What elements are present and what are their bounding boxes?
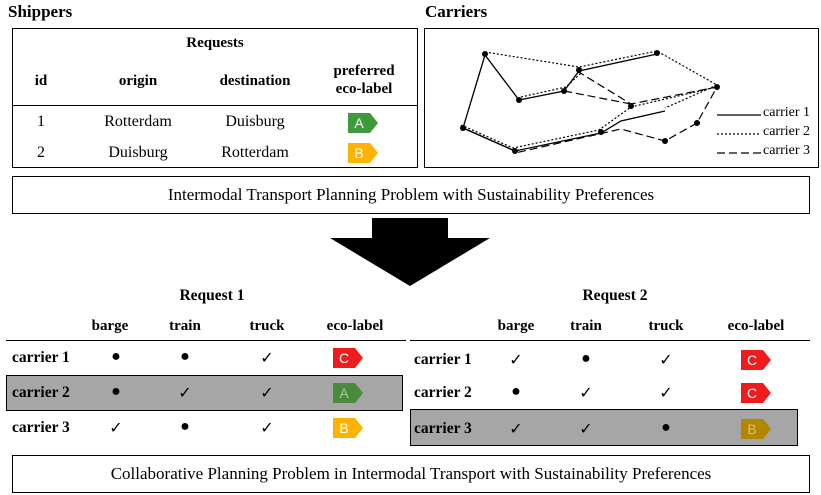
col-eco-label-line2: eco-label xyxy=(335,81,393,97)
r1-row-2-eco-label: A xyxy=(333,383,363,403)
r2-row-1-eco-label-text: C xyxy=(746,352,758,368)
r2-row-1-eco-label: C xyxy=(741,350,771,370)
shippers-title: Shippers xyxy=(8,2,73,21)
r1-row-1-eco-label: C xyxy=(333,348,363,368)
node xyxy=(598,129,604,135)
r1-header-eco-label: eco-label xyxy=(326,318,384,334)
col-origin-header: origin xyxy=(118,73,158,89)
top-caption: Intermodal Transport Planning Problem wi… xyxy=(12,176,810,214)
r1-row-3-truck: ✓ xyxy=(260,420,274,437)
request-1-destination: Duisburg xyxy=(225,113,285,130)
request-1-eco-label-text: A xyxy=(354,115,364,131)
col-eco-label-line1: preferred xyxy=(333,63,395,79)
legend-carrier-1: carrier 1 xyxy=(763,105,811,120)
carriers-title: Carriers xyxy=(425,2,488,21)
r2-header-truck: truck xyxy=(648,318,684,334)
node xyxy=(512,148,518,154)
request-1-id: 1 xyxy=(37,113,45,130)
r1-row-3-eco-label-text: B xyxy=(339,420,349,436)
request-2-table-title: Request 2 xyxy=(582,287,648,304)
r2-row-3-eco-label: B xyxy=(741,419,771,439)
node xyxy=(714,84,720,90)
carrier-2-routes xyxy=(460,50,719,149)
r2-row-3-carrier: carrier 3 xyxy=(414,420,472,437)
legend-carrier-3: carrier 3 xyxy=(763,143,811,158)
r2-row-3-train: ✓ xyxy=(579,421,593,438)
node xyxy=(654,50,660,56)
node xyxy=(576,67,582,73)
col-id-header: id xyxy=(34,73,48,89)
r1-header-train: train xyxy=(169,318,201,334)
request-2-destination: Rotterdam xyxy=(221,144,289,161)
r2-row-2-barge: ● xyxy=(511,383,521,400)
r2-header-train: train xyxy=(570,318,602,334)
request-1-eco-label: A xyxy=(348,113,378,133)
node xyxy=(460,125,466,131)
r1-row-3-carrier: carrier 3 xyxy=(12,419,70,436)
requests-header-rule xyxy=(13,105,417,106)
node xyxy=(694,120,700,126)
request-1-origin: Rotterdam xyxy=(104,113,172,130)
r1-row-1-eco-label-text: C xyxy=(338,350,350,366)
r2-row-2-truck: ✓ xyxy=(659,385,673,402)
r1-row-1-barge: ● xyxy=(111,348,121,365)
node xyxy=(561,88,567,94)
network-nodes xyxy=(460,50,720,154)
r2-row-3-barge: ✓ xyxy=(509,421,523,438)
r1-row-1-carrier: carrier 1 xyxy=(12,349,70,366)
r1-row-2-barge: ● xyxy=(111,383,121,400)
r2-row-2-train: ✓ xyxy=(579,385,593,402)
node xyxy=(516,97,522,103)
request-2-eco-label: B xyxy=(348,143,378,163)
r1-header-truck: truck xyxy=(249,318,285,334)
carrier-network-map xyxy=(460,50,761,154)
request-1-table-title: Request 1 xyxy=(179,287,245,304)
r2-row-2-eco-label: C xyxy=(741,383,771,403)
r2-row-1-train: ● xyxy=(581,350,591,367)
r2-row-3-eco-label-text: B xyxy=(747,421,757,437)
node xyxy=(628,103,634,109)
r1-header-rule xyxy=(6,340,406,341)
r1-row-2-train: ✓ xyxy=(178,385,192,402)
r2-header-eco-label: eco-label xyxy=(727,318,785,334)
down-arrow-icon xyxy=(330,218,490,286)
carrier-1-routes xyxy=(462,53,666,152)
node xyxy=(662,138,668,144)
bottom-caption: Collaborative Planning Problem in Interm… xyxy=(12,455,810,493)
col-eco-label-header: preferred eco-label xyxy=(313,62,415,98)
node xyxy=(482,51,488,57)
requests-title: Requests xyxy=(186,35,244,51)
col-destination-header: destination xyxy=(219,73,291,89)
r2-row-2-carrier: carrier 2 xyxy=(414,384,472,401)
r1-row-3-eco-label: B xyxy=(333,418,363,438)
r1-row-2-truck: ✓ xyxy=(260,385,274,402)
r2-row-2-eco-label-text: C xyxy=(746,385,758,401)
request-2-id: 2 xyxy=(37,144,45,161)
request-2-eco-label-text: B xyxy=(354,145,364,161)
r2-header-rule xyxy=(410,340,810,341)
r2-row-1-truck: ✓ xyxy=(659,352,673,369)
r1-row-2-carrier: carrier 2 xyxy=(12,384,70,401)
r1-row-2-eco-label-text: A xyxy=(339,385,349,401)
r2-row-3-truck: ● xyxy=(661,419,671,436)
r1-row-3-barge: ✓ xyxy=(109,420,123,437)
r2-row-1-barge: ✓ xyxy=(509,352,523,369)
request-2-origin: Duisburg xyxy=(108,144,168,161)
shippers-panel: Requests id origin destination preferred… xyxy=(12,28,418,168)
r1-row-1-truck: ✓ xyxy=(260,350,274,367)
r1-header-barge: barge xyxy=(91,318,129,334)
r1-row-3-train: ● xyxy=(180,418,190,435)
r2-header-barge: barge xyxy=(497,318,535,334)
r1-row-1-train: ● xyxy=(180,348,190,365)
r2-selected-row-highlight xyxy=(410,409,798,446)
legend-carrier-2: carrier 2 xyxy=(763,124,811,139)
carriers-panel: carrier 1 carrier 2 carrier 3 xyxy=(424,28,819,168)
r2-row-1-carrier: carrier 1 xyxy=(414,351,472,368)
